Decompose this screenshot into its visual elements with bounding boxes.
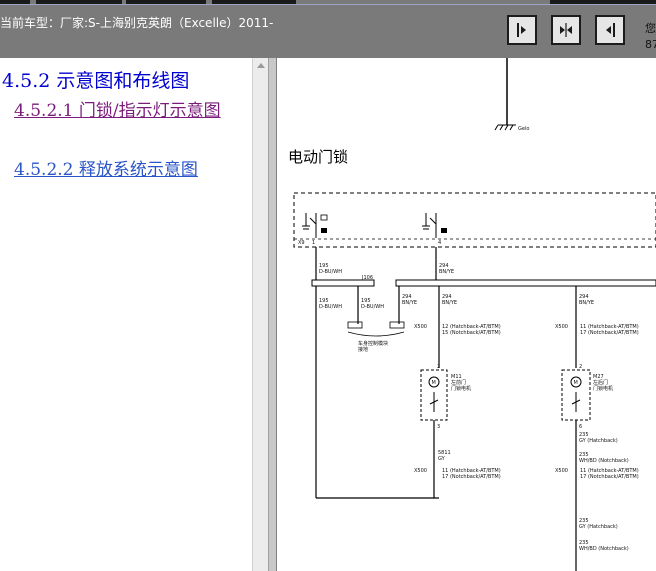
pin-3a: 3 — [437, 424, 440, 430]
forward-icon — [517, 23, 526, 37]
back-button[interactable] — [595, 15, 625, 45]
sidebar-scrollbar[interactable] — [252, 58, 269, 571]
right-note-1: 您 — [645, 22, 656, 35]
toolbar-separator — [0, 4, 656, 5]
svg-text:M: M — [432, 380, 436, 386]
car-model-label: 当前车型：厂家:S-上海别克英朗（Excelle）2011- — [0, 16, 274, 30]
toc-link-release-system[interactable]: 4.5.2.2 释放系统示意图 — [14, 160, 198, 180]
expand-icon — [560, 23, 572, 37]
expand-button[interactable] — [551, 15, 581, 45]
tab-stub[interactable] — [550, 0, 656, 4]
pin-1: 1 — [312, 240, 315, 246]
connector-x500-c: X500 — [414, 468, 427, 474]
lock-switch-left — [302, 213, 317, 238]
pane-splitter[interactable] — [268, 58, 277, 571]
pin-6b: 6 — [579, 424, 582, 430]
hatch-note-c: 11 (Hatchback-AT/BTM)17 (Notchback/AT/BT… — [442, 468, 501, 480]
pin-2b: 2 — [579, 364, 582, 370]
ground-note: 车身控制模块接地 — [358, 340, 388, 353]
forward-button[interactable] — [507, 15, 537, 45]
tab-stub[interactable] — [0, 0, 30, 4]
motor-icon — [570, 376, 582, 388]
ground-label: Gelo — [518, 126, 529, 132]
connector-x500-b: X500 — [555, 324, 568, 330]
right-note-2: 87 — [645, 38, 656, 51]
toc-sidebar: 4.5.2 示意图和布线图 4.5.2.1 门锁/指示灯示意图 4.5.2.2 … — [0, 58, 252, 571]
hatch-note-d: 11 (Hatchback-AT/BTM)17 (Notchback/AT/BT… — [580, 468, 639, 480]
toc-section-heading: 4.5.2 示意图和布线图 — [2, 70, 190, 92]
connector-x500-a: X500 — [414, 324, 427, 330]
connector-x500-d: X500 — [555, 468, 568, 474]
connector-x9: X9 — [298, 240, 305, 246]
back-icon — [606, 23, 615, 37]
lock-switch-right — [422, 213, 437, 238]
lock-icon — [321, 228, 327, 233]
diagram-title: 电动门锁 — [288, 148, 349, 166]
pin-2a: 2 — [437, 364, 440, 370]
top-bar: 当前车型：厂家:S-上海别克英朗（Excelle）2011- 您 87 — [0, 0, 656, 58]
toc-link-door-lock[interactable]: 4.5.2.1 门锁/指示灯示意图 — [14, 101, 221, 121]
scroll-up-icon[interactable] — [253, 58, 269, 74]
hatch-note-b: 11 (Hatchback-AT/BTM)17 (Notchback/AT/BT… — [580, 324, 639, 336]
lock-icon — [320, 214, 328, 221]
tab-stub[interactable] — [36, 0, 122, 4]
hatch-note-a: 12 (Hatchback-AT/BTM)15 (Notchback/AT/BT… — [442, 324, 501, 336]
svg-text:M: M — [574, 380, 578, 386]
motor-icon — [428, 376, 440, 388]
pin-4: 4 — [438, 240, 441, 246]
junction-j106: J106 — [361, 275, 373, 281]
lock-icon — [441, 228, 447, 233]
tab-stub[interactable] — [212, 0, 296, 4]
tab-stub[interactable] — [126, 0, 206, 4]
